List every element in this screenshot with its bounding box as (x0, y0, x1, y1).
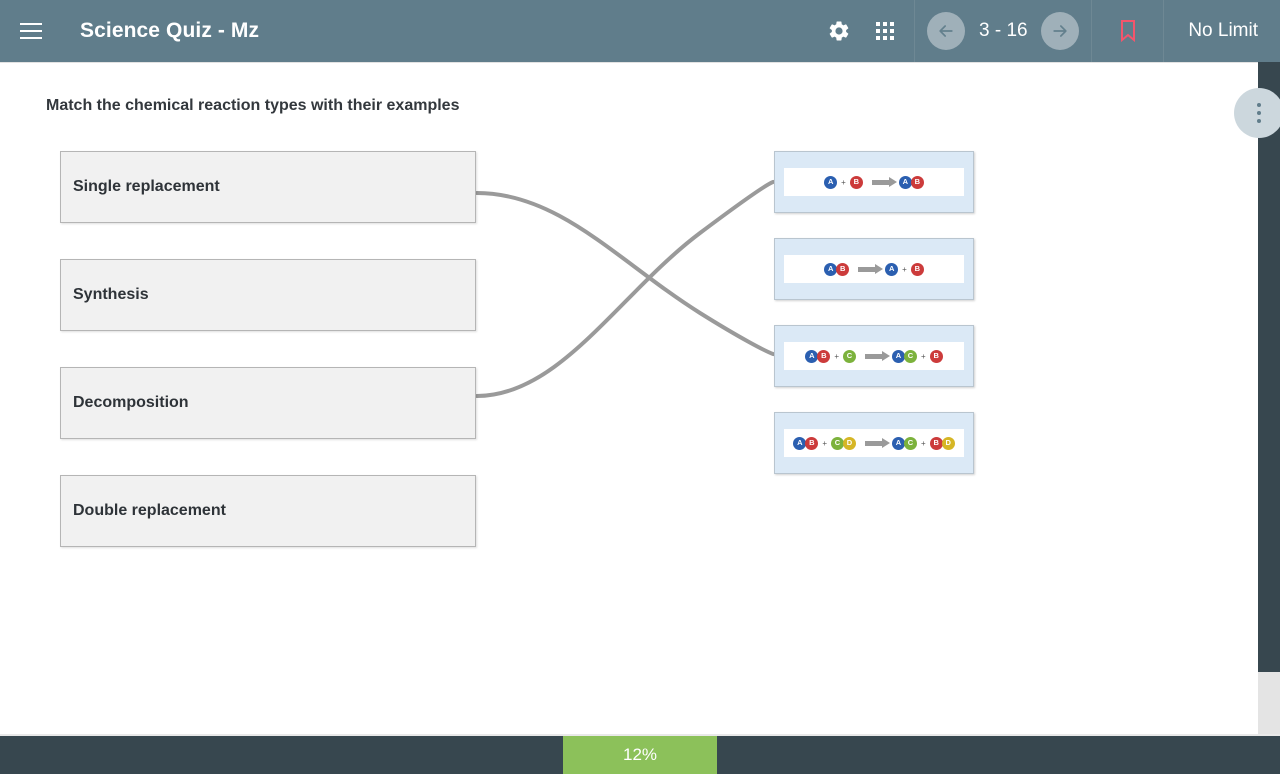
atom-c: C (904, 436, 917, 450)
next-page-button[interactable] (1041, 12, 1080, 50)
atom-b: B (910, 262, 924, 276)
term-label: Synthesis (73, 286, 149, 303)
atom-a: A (805, 349, 819, 363)
plus-sign: + (834, 351, 839, 361)
atom-b: B (849, 175, 863, 189)
plus-sign: + (841, 177, 846, 187)
quiz-content-area: Match the chemical reaction types with t… (0, 62, 1258, 736)
progress-bar: 12% (563, 736, 717, 774)
app-title: Science Quiz - Mz (80, 19, 260, 42)
more-options-button[interactable] (1234, 88, 1280, 138)
molecule: B (929, 349, 943, 363)
atom-b: B (817, 349, 831, 363)
atom-a: A (892, 349, 905, 363)
term-box-synthesis[interactable]: Synthesis (60, 259, 476, 331)
reaction-arrow-icon (856, 350, 892, 361)
atom-c: C (904, 349, 917, 363)
atom-b: B (929, 436, 943, 450)
term-label: Single replacement (73, 178, 220, 195)
more-vertical-icon-dot (1257, 119, 1261, 123)
plus-sign: + (902, 264, 907, 274)
plus-sign: + (921, 438, 926, 448)
term-box-single-replacement[interactable]: Single replacement (60, 151, 476, 223)
term-label: Decomposition (73, 394, 189, 411)
atom-c: C (843, 349, 856, 363)
hamburger-menu-icon[interactable] (0, 0, 62, 62)
plus-sign: + (822, 438, 827, 448)
more-vertical-icon-dot (1257, 103, 1261, 107)
bookmark-button[interactable] (1092, 0, 1165, 62)
plus-sign: + (921, 351, 926, 361)
grid-apps-icon[interactable] (870, 16, 900, 46)
reaction-side: A+B (885, 262, 924, 276)
progress-footer: 12% (0, 736, 1280, 774)
footer-divider (0, 734, 1280, 736)
atom-d: D (843, 436, 856, 450)
atom-b: B (929, 349, 943, 363)
more-vertical-icon-dot (1257, 111, 1261, 115)
reaction-side: A+B (824, 175, 863, 189)
atom-a: A (898, 175, 912, 189)
molecule: B (849, 175, 863, 189)
right-scroll-rail[interactable] (1258, 62, 1280, 672)
page-navigation: 3 - 16 (914, 0, 1093, 62)
reaction-arrow-icon (849, 263, 885, 274)
term-box-decomposition[interactable]: Decomposition (60, 367, 476, 439)
page-counter: 3 - 16 (979, 20, 1028, 41)
question-prompt: Match the chemical reaction types with t… (46, 97, 460, 114)
reaction-arrow-icon (856, 437, 892, 448)
atom-c: C (831, 436, 844, 450)
right-scrollbar-track[interactable] (1258, 672, 1280, 736)
reaction-arrow-icon (863, 176, 899, 187)
molecule: A (885, 262, 899, 276)
bookmark-icon (1120, 20, 1135, 43)
time-limit-label: No Limit (1188, 20, 1258, 41)
connector-decomposition (475, 180, 775, 398)
atom-b: B (836, 262, 850, 276)
prev-page-button[interactable] (927, 12, 966, 50)
molecule: B (910, 262, 924, 276)
atom-a: A (793, 436, 807, 450)
molecule: C (843, 349, 856, 363)
atom-a: A (824, 262, 838, 276)
molecule: A (824, 175, 838, 189)
term-column: Single replacement Synthesis Decompositi… (60, 151, 476, 583)
atom-a: A (892, 436, 905, 450)
term-label: Double replacement (73, 502, 226, 519)
top-app-bar: Science Quiz - Mz 3 - 16 (0, 0, 1280, 62)
gear-icon[interactable] (824, 16, 854, 46)
atom-b: B (805, 436, 819, 450)
progress-label: 12% (622, 745, 658, 764)
term-box-double-replacement[interactable]: Double replacement (60, 475, 476, 547)
atom-a: A (824, 175, 838, 189)
atom-b: B (910, 175, 924, 189)
connector-single-replacement (475, 191, 775, 356)
topbar-icon-group (810, 0, 914, 62)
atom-a: A (885, 262, 899, 276)
atom-d: D (941, 436, 955, 450)
